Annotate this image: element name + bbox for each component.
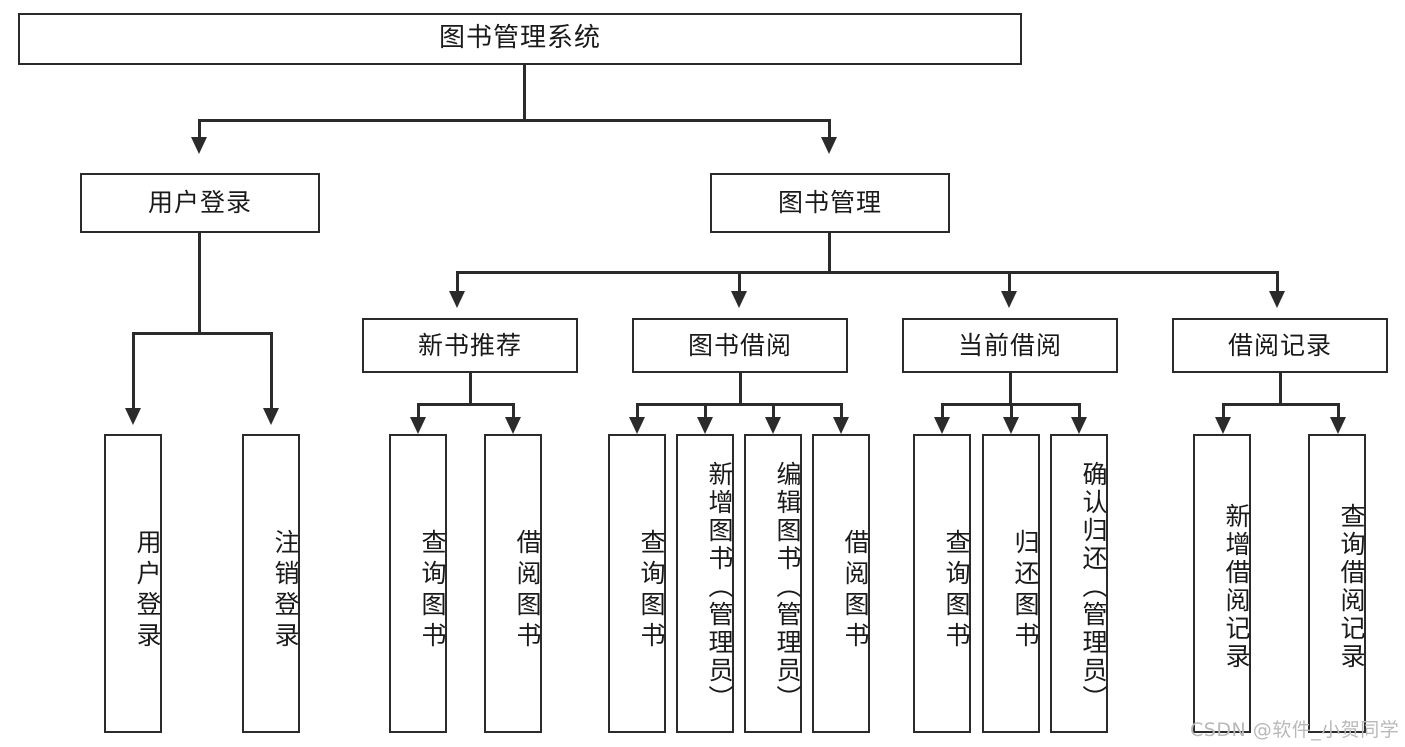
watermark-text: CSDN @软件_小贺同学 [1190, 719, 1400, 741]
connector-new-book-rec-to-leaf-1 [417, 403, 420, 419]
node-label: 借阅图书 [841, 528, 870, 653]
connector-current-borrow-to-leaf-2 [1010, 403, 1013, 419]
arrow-book-manage-to-current-borrow [1001, 291, 1017, 308]
node-root-book-management-system[interactable]: 图书管理系统 [18, 13, 1022, 65]
arrow-new-book-rec-to-leaf-2 [505, 417, 521, 434]
connector-book-borrow-bus [636, 403, 842, 406]
connector-root-to-book-manage [828, 119, 831, 139]
connector-book-borrow-stem [739, 373, 742, 405]
node-user-login[interactable]: 用户登录 [80, 173, 320, 233]
arrow-current-borrow-to-leaf-3 [1071, 417, 1087, 434]
arrow-book-manage-to-borrow-record [1269, 291, 1285, 308]
arrow-root-to-user-login [191, 137, 207, 154]
arrow-book-manage-to-book-borrow [731, 291, 747, 308]
connector-current-borrow-to-leaf-1 [941, 403, 944, 419]
leaf-return-book[interactable]: 归还图书 [982, 434, 1040, 733]
connector-book-manage-stem [828, 233, 831, 274]
node-book-management[interactable]: 图书管理 [710, 173, 950, 233]
connector-user-login-stem [198, 233, 201, 334]
connector-new-book-rec-bus [417, 403, 514, 406]
node-label: 确认归还（管理员） [1079, 460, 1108, 713]
connector-book-manage-to-borrow-record [1276, 271, 1279, 293]
leaf-query-book-current[interactable]: 查询图书 [913, 434, 971, 733]
arrow-current-borrow-to-leaf-2 [1003, 417, 1019, 434]
node-new-book-recommendation[interactable]: 新书推荐 [362, 318, 578, 373]
node-label: 图书管理系统 [438, 23, 601, 54]
leaf-logout-login[interactable]: 注销登录 [242, 434, 300, 733]
node-book-borrowing[interactable]: 图书借阅 [632, 318, 848, 373]
connector-borrow-record-to-leaf-2 [1337, 403, 1340, 419]
node-label: 编辑图书（管理员） [773, 460, 802, 713]
arrow-borrow-record-to-leaf-1 [1215, 417, 1231, 434]
node-label: 借阅记录 [1227, 330, 1332, 360]
node-current-borrowing[interactable]: 当前借阅 [902, 318, 1118, 373]
arrow-book-borrow-to-leaf-3 [765, 417, 781, 434]
node-label: 用户登录 [147, 188, 252, 217]
connector-user-login-to-leaf-1 [132, 332, 135, 410]
connector-book-borrow-to-leaf-4 [840, 403, 843, 419]
leaf-query-book-borrowing[interactable]: 查询图书 [608, 434, 666, 733]
arrow-book-manage-to-new-book-rec [449, 291, 465, 308]
node-label: 当前借阅 [957, 330, 1062, 360]
leaf-query-borrow-record[interactable]: 查询借阅记录 [1308, 434, 1366, 733]
node-label: 图书管理 [777, 188, 882, 217]
connector-root-bus [198, 119, 830, 122]
leaf-user-login[interactable]: 用户登录 [104, 434, 162, 733]
node-label: 归还图书 [1011, 528, 1040, 653]
arrow-user-login-to-leaf-1 [125, 408, 141, 425]
arrow-root-to-book-manage [821, 137, 837, 154]
node-label: 查询图书 [418, 528, 447, 653]
leaf-confirm-return-admin[interactable]: 确认归还（管理员） [1050, 434, 1108, 733]
arrow-new-book-rec-to-leaf-1 [410, 417, 426, 434]
connector-book-manage-bus [456, 271, 1278, 274]
connector-book-borrow-to-leaf-2 [704, 403, 707, 419]
connector-user-login-to-leaf-2 [270, 332, 273, 410]
leaf-borrow-book-new-rec[interactable]: 借阅图书 [484, 434, 542, 733]
connector-current-borrow-stem [1009, 373, 1012, 405]
connector-book-manage-to-book-borrow [738, 271, 741, 293]
connector-root-stem [523, 65, 526, 121]
node-label: 查询图书 [942, 528, 971, 653]
connector-book-manage-to-new-book-rec [456, 271, 459, 293]
connector-current-borrow-to-leaf-3 [1078, 403, 1081, 419]
connector-user-login-bus [132, 332, 272, 335]
connector-borrow-record-bus [1222, 403, 1339, 406]
arrow-borrow-record-to-leaf-2 [1330, 417, 1346, 434]
connector-book-borrow-to-leaf-1 [636, 403, 639, 419]
arrow-book-borrow-to-leaf-1 [629, 417, 645, 434]
node-label: 新增借阅记录 [1222, 502, 1251, 671]
node-label: 注销登录 [271, 528, 300, 653]
node-label: 查询图书 [637, 528, 666, 653]
leaf-add-borrow-record[interactable]: 新增借阅记录 [1193, 434, 1251, 733]
node-label: 用户登录 [133, 528, 162, 653]
node-label: 借阅图书 [513, 528, 542, 653]
node-label: 新书推荐 [417, 330, 522, 360]
arrow-book-borrow-to-leaf-2 [697, 417, 713, 434]
node-label: 查询借阅记录 [1337, 502, 1366, 671]
connector-new-book-rec-stem [469, 373, 472, 405]
connector-book-manage-to-current-borrow [1008, 271, 1011, 293]
leaf-query-book-new-rec[interactable]: 查询图书 [389, 434, 447, 733]
arrow-current-borrow-to-leaf-1 [934, 417, 950, 434]
connector-new-book-rec-to-leaf-2 [512, 403, 515, 419]
node-label: 图书借阅 [687, 330, 792, 360]
node-label: 新增图书（管理员） [705, 460, 734, 713]
leaf-add-book-admin[interactable]: 新增图书（管理员） [676, 434, 734, 733]
arrow-book-borrow-to-leaf-4 [833, 417, 849, 434]
arrow-user-login-to-leaf-2 [263, 408, 279, 425]
connector-borrow-record-stem [1279, 373, 1282, 405]
connector-borrow-record-to-leaf-1 [1222, 403, 1225, 419]
node-borrowing-record[interactable]: 借阅记录 [1172, 318, 1388, 373]
leaf-edit-book-admin[interactable]: 编辑图书（管理员） [744, 434, 802, 733]
leaf-borrow-book-borrowing[interactable]: 借阅图书 [812, 434, 870, 733]
connector-book-borrow-to-leaf-3 [772, 403, 775, 419]
connector-root-to-user-login [198, 119, 201, 139]
